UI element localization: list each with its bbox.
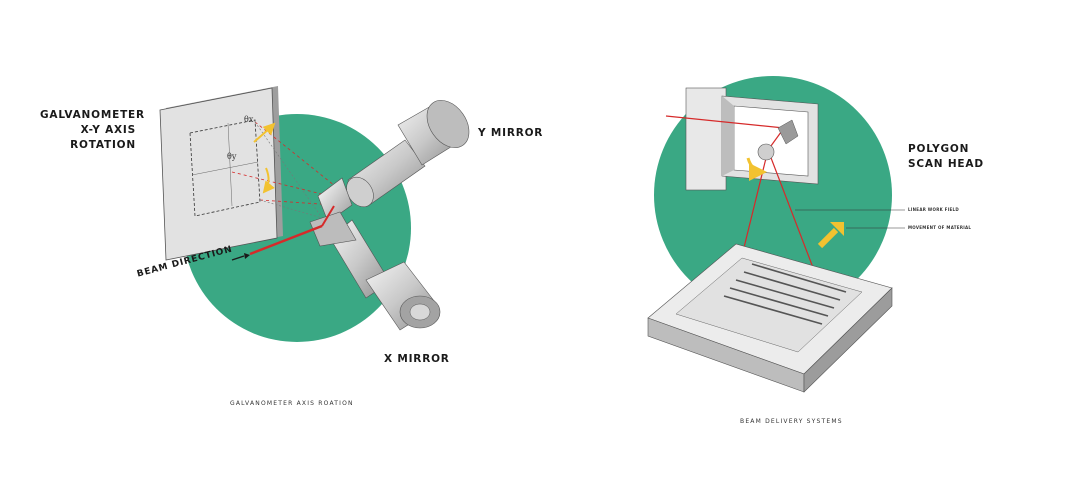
x-mirror-galvo — [309, 211, 441, 331]
label-galvanometer-line1: GALVANOMETER — [40, 109, 145, 121]
label-galvanometer: GALVANOMETER X-Y AXIS ROTATION — [40, 108, 145, 153]
movement-arrow — [817, 227, 839, 249]
label-galvanometer-line3: ROTATION — [70, 139, 136, 151]
polygon-scan-diagram — [647, 76, 905, 393]
work-surface — [647, 243, 893, 393]
label-polygon-line1: POLYGON — [908, 143, 970, 155]
engraved-slots — [723, 263, 847, 325]
polygon-rotor — [757, 143, 775, 161]
caption-right: BEAM DELIVERY SYSTEMS — [740, 418, 843, 425]
label-movement-of-material: MOVEMENT OF MATERIAL — [908, 225, 972, 230]
label-linear-work-field: LINEAR WORK FIELD — [908, 207, 959, 212]
theta-y-symbol: θy — [227, 152, 237, 161]
label-galvanometer-line2: X-Y AXIS — [80, 124, 136, 136]
label-y-mirror: Y MIRROR — [478, 127, 544, 139]
laser-beam-in — [249, 224, 323, 256]
galvanometer-diagram — [159, 86, 470, 342]
scan-head-housing — [685, 87, 819, 191]
rotation-arrow-polygon — [746, 157, 767, 181]
rotation-arrow-y — [262, 167, 275, 194]
laser-beam-reflect — [321, 205, 335, 227]
rotation-arrow-x — [253, 122, 276, 143]
y-mirror-galvo — [317, 100, 470, 223]
x-mirror-plate — [309, 211, 357, 247]
label-polygon-scan-head: POLYGON SCAN HEAD — [908, 142, 984, 172]
scan-field-outline — [189, 119, 261, 217]
beam-direction-arrow — [231, 255, 245, 261]
polygon-mirror — [777, 119, 799, 145]
label-polygon-line2: SCAN HEAD — [908, 158, 984, 170]
label-x-mirror: X MIRROR — [384, 353, 450, 365]
projection-panel — [159, 86, 283, 261]
caption-left: GALVANOMETER AXIS ROATION — [230, 400, 354, 407]
y-mirror-plate — [317, 177, 353, 223]
theta-x-symbol: θx — [244, 115, 254, 124]
